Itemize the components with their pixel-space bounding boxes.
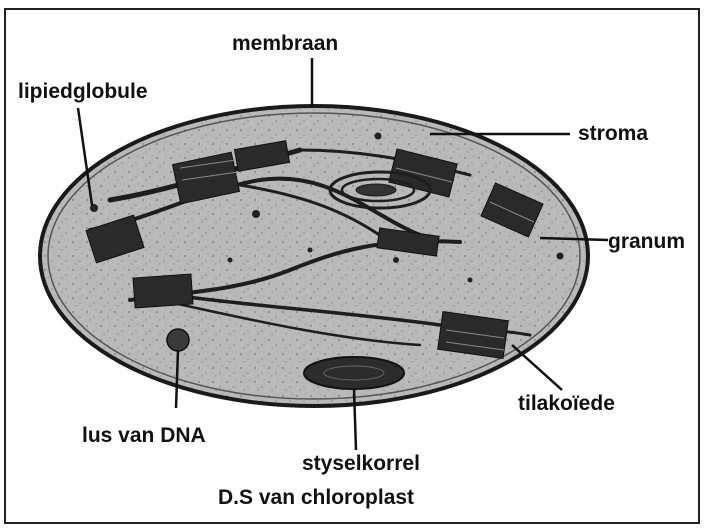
lipid-globule-label: lipiedglobule (18, 80, 148, 104)
dna-loop (167, 329, 189, 351)
membrane-label: membraan (232, 32, 338, 56)
starch-grain-label: styselkorrel (302, 452, 420, 476)
dna-loop-label: lus van DNA (82, 424, 206, 448)
starch-grain (304, 357, 404, 389)
leader-thylakoid (512, 345, 562, 390)
granum-label: granum (608, 230, 685, 254)
diagram-caption: D.S van chloroplast (218, 486, 414, 510)
granum-stack (133, 274, 193, 308)
stroma-label: stroma (578, 122, 648, 146)
thylakoid-label: tilakoïede (518, 392, 615, 416)
